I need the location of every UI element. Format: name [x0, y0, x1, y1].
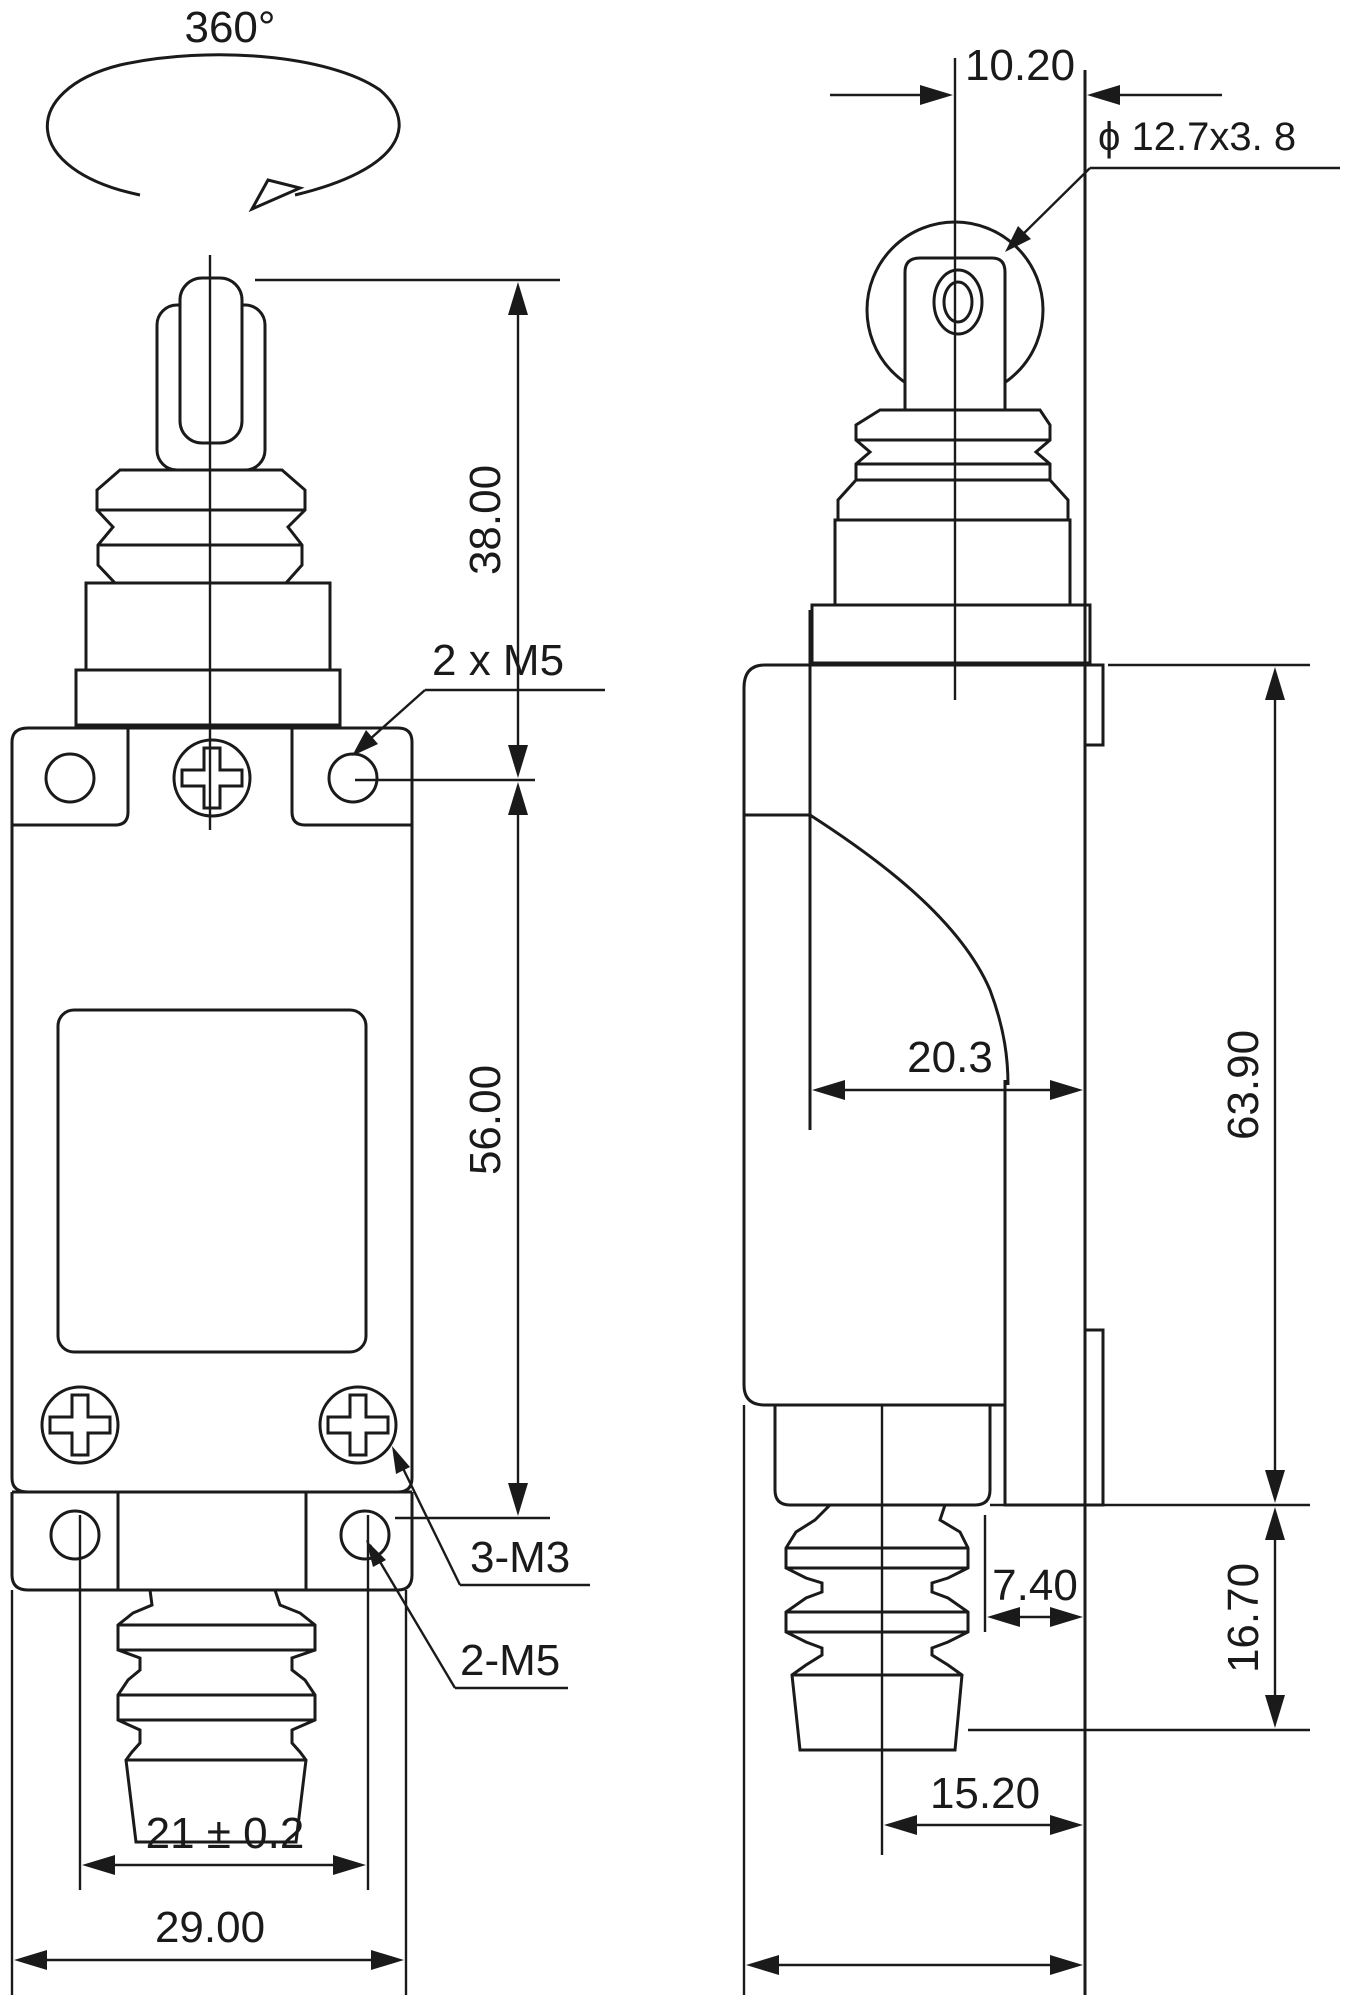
dim-body-height-side-label: 63.90 [1219, 1030, 1268, 1140]
collar [84, 581, 332, 672]
side-bellows-bottom [784, 1503, 970, 1752]
side-bellows [836, 408, 1070, 522]
dim-body-height [395, 782, 550, 1520]
dim-body-depth-label: 20.3 [907, 1033, 993, 1082]
dim-hole-spacing-label: 21 ± 0.2 [146, 1809, 305, 1858]
front-view [10, 53, 605, 1995]
dim-center-offset-label: 15.20 [930, 1769, 1040, 1818]
bottom-plate [10, 1490, 414, 1592]
top-plate [10, 726, 414, 1494]
leader-roller-size [1005, 166, 1340, 252]
dim-center-offset [884, 1815, 1083, 1835]
dim-hole-spacing [82, 1855, 366, 1875]
dim-stem-offset [987, 1607, 1083, 1627]
side-collar [833, 518, 1072, 607]
dim-body-height-side [990, 663, 1310, 1507]
roller-size-label: ϕ 12.7x3. 8 [1098, 115, 1296, 159]
rotation-label: 360° [184, 3, 275, 52]
dim-body-depth [812, 1080, 1083, 1100]
leader-thread-top [352, 688, 605, 756]
mount-hole-top-left [44, 752, 96, 804]
dim-body-height-label: 56.00 [461, 1065, 510, 1175]
thread-screws-label: 3-M3 [470, 1533, 570, 1582]
mount-hole-top-right [327, 752, 379, 804]
dim-upper-height-label: 38.00 [461, 465, 510, 575]
side-collar-base [810, 603, 1092, 665]
screw-top-center [172, 738, 252, 818]
dim-stem-offset-label: 7.40 [992, 1561, 1078, 1610]
side-view [742, 58, 1340, 1995]
thread-top-label: 2 x M5 [432, 636, 564, 685]
roller-pin [932, 268, 984, 336]
leader-thread-bottom [366, 1540, 568, 1690]
dim-roller-offset-label: 10.20 [965, 41, 1075, 90]
dim-width-label: 29.00 [155, 1903, 265, 1952]
dim-bottom-height-label: 16.70 [1219, 1563, 1268, 1673]
dim-overall-depth [746, 1955, 1083, 1975]
screw-bottom-right [318, 1385, 398, 1465]
thread-bottom-label: 2-M5 [460, 1636, 560, 1685]
screw-bottom-left [40, 1385, 120, 1465]
mount-hole-bottom-right [339, 1509, 391, 1561]
dim-upper-height [255, 278, 560, 782]
collar-base [74, 668, 342, 727]
bellows-bottom [116, 1588, 317, 1844]
dim-width [14, 1950, 404, 1970]
dim-roller-offset [830, 85, 1222, 105]
rotation-arrow [46, 53, 401, 213]
leader-thread-screws [392, 1446, 590, 1587]
bellows-top [95, 468, 307, 585]
label-window [56, 1008, 368, 1354]
mount-hole-bottom-left [49, 1509, 101, 1561]
side-body [742, 70, 1105, 1995]
dim-bottom-height [968, 1507, 1310, 1732]
